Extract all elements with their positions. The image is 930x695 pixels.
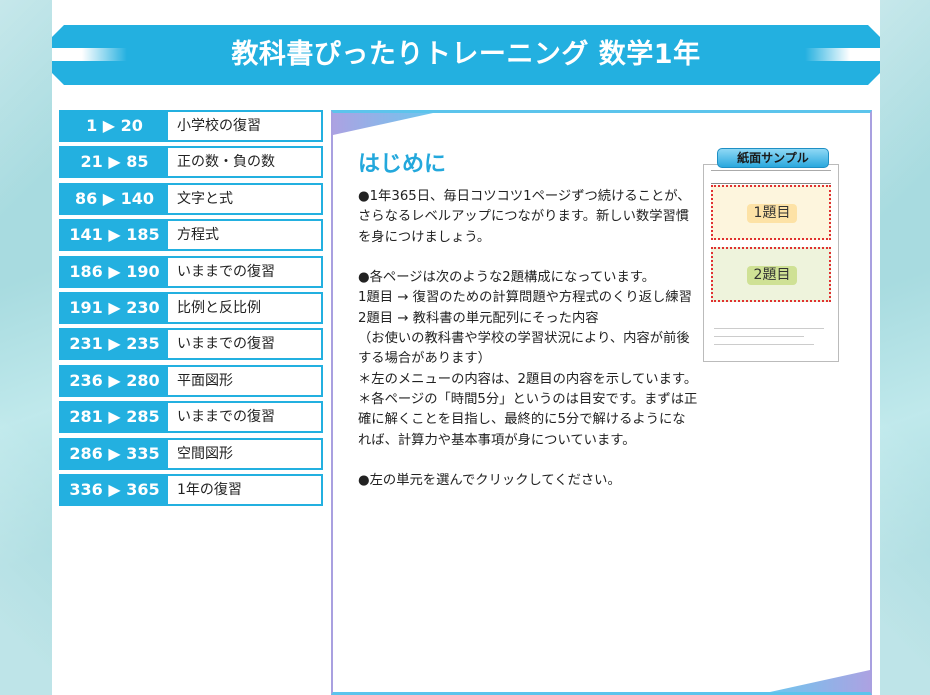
intro-paragraph: （お使いの教科書や学校の学習状況により、内容が前後する場合があります） (358, 331, 690, 367)
menu-item-range: 186 ▶ 190 (61, 257, 168, 286)
menu-item-label: 平面図形 (177, 372, 233, 389)
intro-paragraph: ●各ページは次のような2題構成になっています。 (358, 270, 656, 286)
corner-decoration-bottom-right (770, 670, 870, 692)
menu-item-range: 86 ▶ 140 (61, 184, 168, 213)
unit-menu: 1 ▶ 20 小学校の復習 21 ▶ 85 正の数・負の数 86 ▶ 140 文… (59, 110, 323, 510)
banner-streak-right (805, 48, 880, 61)
background-right (880, 0, 930, 695)
menu-item-positive-negative[interactable]: 21 ▶ 85 正の数・負の数 (59, 146, 323, 179)
sample-question-2-label: 2題目 (747, 266, 797, 285)
menu-item-elementary-review[interactable]: 1 ▶ 20 小学校の復習 (59, 110, 323, 142)
page-title: 教科書ぴったりトレーニング 数学1年 (231, 39, 701, 70)
intro-paragraph: ●左の単元を選んでクリックしてください。 (358, 473, 621, 489)
menu-item-range: 1 ▶ 20 (61, 112, 168, 140)
background-left (0, 0, 52, 695)
menu-item-equations[interactable]: 141 ▶ 185 方程式 (59, 219, 323, 252)
menu-item-label: いままでの復習 (177, 263, 275, 280)
sample-answer-line (714, 336, 804, 337)
page-sample-image: 1題目 2題目 紙面サンプル (702, 148, 840, 363)
intro-paragraph: 1題目 → 復習のための計算問題や方程式のくり返し練習 (358, 290, 692, 306)
corner-decoration-top-left (333, 113, 433, 135)
intro-paragraph: ＊左のメニューの内容は、2題目の内容を示しています。 (358, 371, 698, 387)
menu-item-label: 文字と式 (177, 190, 233, 207)
menu-item-label: 比例と反比例 (177, 299, 261, 316)
intro-text: ●1年365日、毎日コツコツ1ページずつ続けることが、さらなるレベルアップにつな… (358, 187, 698, 491)
menu-item-range: 236 ▶ 280 (61, 366, 168, 395)
menu-item-proportion[interactable]: 191 ▶ 230 比例と反比例 (59, 291, 323, 324)
sample-answer-line (714, 328, 824, 329)
intro-heading: はじめに (358, 152, 447, 177)
menu-item-review-1[interactable]: 186 ▶ 190 いままでの復習 (59, 255, 323, 288)
menu-item-range: 336 ▶ 365 (61, 475, 168, 504)
menu-item-label: 方程式 (177, 227, 219, 244)
menu-item-letters-expressions[interactable]: 86 ▶ 140 文字と式 (59, 182, 323, 215)
menu-item-label: いままでの復習 (177, 409, 275, 426)
menu-item-range: 281 ▶ 285 (61, 403, 168, 432)
menu-item-range: 286 ▶ 335 (61, 439, 168, 468)
sample-tab-label: 紙面サンプル (717, 148, 829, 168)
intro-paragraph: ＊各ページの「時間5分」というのは目安です。まずは正確に解くことを目指し、最終的… (358, 391, 698, 448)
menu-item-range: 191 ▶ 230 (61, 293, 168, 322)
sample-question-1-label: 1題目 (747, 204, 797, 223)
sample-header-line (711, 170, 831, 184)
menu-item-label: 正の数・負の数 (177, 154, 275, 171)
menu-item-label: 小学校の復習 (177, 118, 261, 134)
sample-answer-line (714, 344, 814, 345)
menu-item-range: 21 ▶ 85 (61, 148, 168, 177)
menu-item-label: いままでの復習 (177, 336, 275, 353)
menu-item-range: 141 ▶ 185 (61, 221, 168, 250)
menu-item-range: 231 ▶ 235 (61, 330, 168, 359)
sample-question-1: 1題目 (711, 185, 831, 240)
sample-question-2: 2題目 (711, 247, 831, 302)
menu-item-plane-figures[interactable]: 236 ▶ 280 平面図形 (59, 364, 323, 397)
intro-paragraph: 2題目 → 教科書の単元配列にそった内容 (358, 310, 599, 326)
menu-item-review-2[interactable]: 231 ▶ 235 いままでの復習 (59, 328, 323, 361)
menu-item-label: 1年の復習 (177, 481, 242, 498)
banner-streak-left (52, 48, 127, 61)
header-banner: 教科書ぴったりトレーニング 数学1年 (52, 25, 880, 85)
menu-item-year-review[interactable]: 336 ▶ 365 1年の復習 (59, 473, 323, 506)
menu-item-solid-figures[interactable]: 286 ▶ 335 空間図形 (59, 437, 323, 470)
menu-item-label: 空間図形 (177, 445, 233, 462)
intro-paragraph: ●1年365日、毎日コツコツ1ページずつ続けることが、さらなるレベルアップにつな… (358, 189, 691, 245)
menu-item-review-3[interactable]: 281 ▶ 285 いままでの復習 (59, 401, 323, 434)
